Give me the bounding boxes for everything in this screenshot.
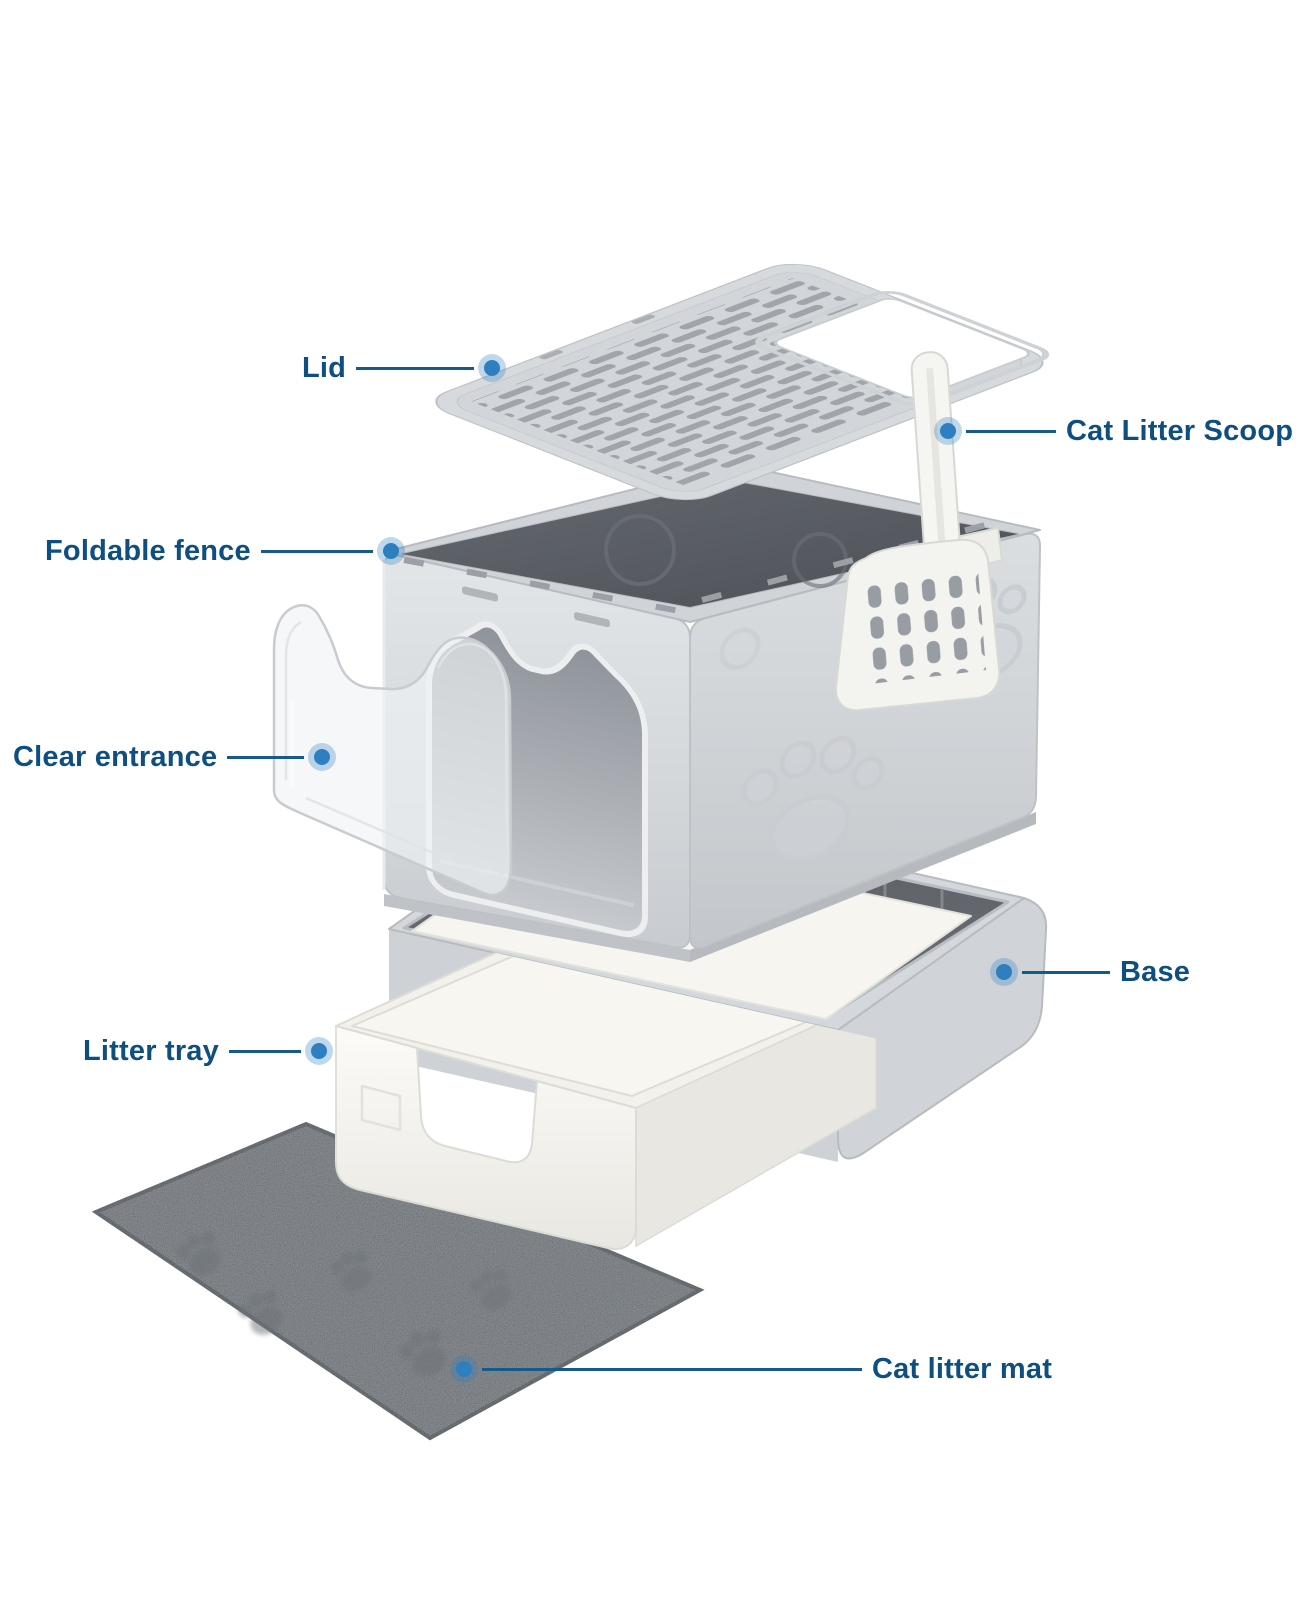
mat-part: [91, 1121, 705, 1441]
lid-part: [435, 263, 1050, 501]
entrance-part: [272, 604, 513, 897]
scoop-part: [834, 351, 1004, 712]
